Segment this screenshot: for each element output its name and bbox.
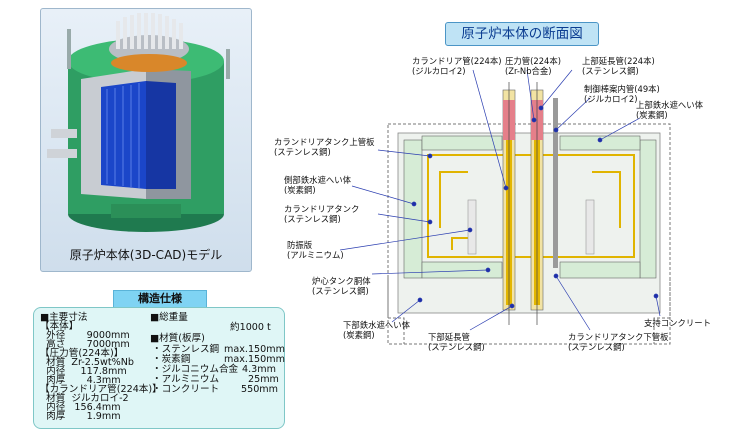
cad-caption: 原子炉本体(3D-CAD)モデル <box>69 248 223 262</box>
spec-line: 材質 Zr-2.5wt%Nb <box>40 357 134 368</box>
label-lower-ext-tube: 下部延長管 (ステンレス鋼) <box>428 332 485 352</box>
spec-line: 外径 9000mm <box>40 330 130 341</box>
spec-line: 肉厚 4.3mm <box>40 375 121 386</box>
label-calandria-tube: カランドリア管(224本) (ジルカロイ2) <box>412 56 502 76</box>
total-weight-value: 約1000 t <box>230 322 271 333</box>
material-name: ・アルミニウム <box>152 374 220 385</box>
material-name: ・コンクリート <box>152 384 220 395</box>
material-name: ・ジルコニウム合金 <box>152 364 239 375</box>
material-value: 550mm <box>241 384 279 395</box>
spec-line: 肉厚 1.9mm <box>40 411 121 422</box>
spec-line: 内径 117.8mm <box>40 366 127 377</box>
material-label: ■材質(板厚) <box>150 333 205 344</box>
reactor-cad-image <box>47 13 230 232</box>
material-value: max.150mm <box>224 344 285 355</box>
label-upper-shield: 上部鉄水遮へい体 (炭素鋼) <box>636 100 703 120</box>
label-upper-tube-plate: カランドリアタンク上管板 (ステンレス鋼) <box>274 137 375 157</box>
cad-model-panel <box>40 8 252 272</box>
label-upper-ext-tube: 上部延長管(224本) (ステンレス鋼) <box>582 56 655 76</box>
spec-title: 構造仕様 <box>113 290 207 308</box>
spec-line: 高さ 7000mm <box>40 339 130 350</box>
total-weight-label: ■総重量 <box>150 312 188 323</box>
label-lower-shield: 下部鉄水遮へい体 (炭素鋼) <box>343 320 410 340</box>
spec-line: 【圧力管(224本)】 <box>40 348 124 359</box>
spec-line: 内径 156.4mm <box>40 402 121 413</box>
section-title: 原子炉本体の断面図 <box>445 22 599 46</box>
spec-box: ■主要寸法 【本体】 外径 9000mm 高さ 7000mm 【圧力管(224本… <box>33 307 285 429</box>
label-baffle: 防振版 (アルミニウム) <box>287 240 344 260</box>
label-support-concrete: 支持コンクリート <box>644 318 711 328</box>
material-value: max.150mm <box>224 354 285 365</box>
spec-line: 【本体】 <box>40 321 79 332</box>
label-pressure-tube: 圧力管(224本) (Zr-Nb合金) <box>505 56 562 76</box>
label-control-rod-tube: 制御棒案内管(49本) (ジルカロイ2) <box>584 84 660 104</box>
material-name: ・ステンレス鋼 <box>152 344 220 355</box>
spec-line: 【カランドリア管(224本)】 <box>40 384 162 395</box>
label-core-tank: 炉心タンク胴体 (ステンレス鋼) <box>312 276 371 296</box>
material-value: 4.3mm <box>242 364 276 375</box>
label-calandria-tank: カランドリアタンク (ステンレス鋼) <box>284 204 360 224</box>
spec-line: ■主要寸法 <box>40 312 88 323</box>
spec-line: 材質 ジルカロイ-2 <box>40 393 129 404</box>
label-lower-tube-plate: カランドリアタンク下管板 (ステンレス鋼) <box>568 332 669 352</box>
material-value: 25mm <box>248 374 279 385</box>
material-name: ・炭素鋼 <box>152 354 191 365</box>
label-side-shield: 側部鉄水遮へい体 (炭素鋼) <box>284 175 351 195</box>
